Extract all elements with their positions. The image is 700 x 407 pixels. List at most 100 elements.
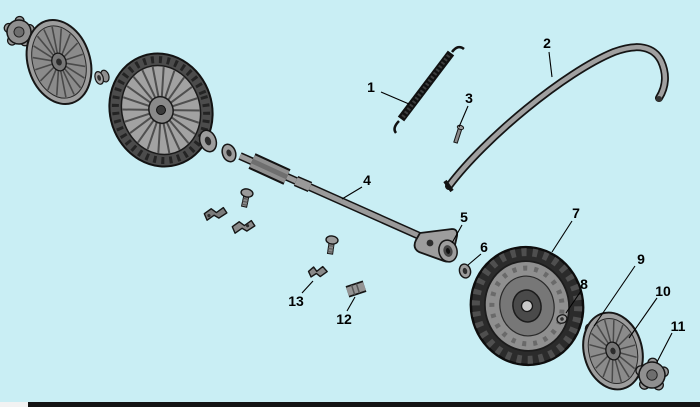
spoke-line — [595, 353, 611, 369]
spoke-line — [165, 76, 185, 104]
spoke-line — [163, 70, 176, 102]
part-label-13: 13 — [288, 293, 304, 309]
spoke-line — [602, 355, 612, 378]
part-label-4: 4 — [363, 172, 371, 188]
leader-line-9 — [593, 265, 636, 327]
part-label-3: 3 — [465, 90, 473, 106]
spoke-line — [151, 66, 161, 101]
spoke-line — [617, 351, 637, 359]
spoke-line — [126, 85, 155, 106]
leader-line-13 — [301, 280, 314, 294]
spoke-line — [615, 355, 630, 378]
spoke-line — [32, 56, 54, 62]
part-label-6: 6 — [480, 239, 488, 255]
spoke-line — [63, 64, 85, 79]
spoke-line — [39, 65, 56, 82]
spoke-line — [589, 343, 609, 351]
leader-line-11 — [656, 332, 673, 363]
part-label-10: 10 — [655, 283, 671, 299]
spoke-line — [614, 324, 624, 347]
spoke-line — [615, 333, 631, 349]
spoke-line — [160, 67, 165, 101]
leader-lines — [301, 51, 673, 363]
spoke-line — [43, 29, 57, 56]
part-label-9: 9 — [637, 251, 645, 267]
leader-line-4 — [341, 186, 363, 200]
bottom-edge-dark — [28, 402, 700, 407]
spoke-line — [596, 324, 611, 347]
spoke-line — [167, 86, 193, 106]
leader-line-6 — [467, 253, 482, 266]
spring-part-1 — [393, 45, 465, 134]
rear-wheel-part-7 — [469, 245, 585, 367]
part-label-1: 1 — [367, 79, 375, 95]
front-wheel — [108, 52, 214, 168]
spoke-line — [617, 344, 636, 351]
bracket-a — [203, 206, 228, 221]
spoke-line — [36, 35, 56, 58]
spoke-line — [33, 45, 55, 60]
spoke-line — [613, 356, 623, 383]
spoke-line — [51, 26, 59, 56]
spoke-line — [157, 119, 162, 153]
spoke-line — [167, 114, 196, 135]
spoke-line — [590, 332, 610, 349]
nut-part-8 — [556, 314, 568, 324]
spoke-line — [34, 62, 55, 71]
spoke-line — [137, 116, 157, 144]
leader-line-2 — [548, 51, 553, 78]
spoke-line — [63, 53, 84, 62]
bushing — [94, 69, 110, 85]
spoke-line — [61, 68, 75, 95]
spoke-line — [146, 118, 159, 150]
leader-line-5 — [451, 224, 463, 244]
hubcap-part-11 — [635, 357, 670, 391]
spoke-line — [62, 42, 79, 59]
axle-assembly-part-4 — [238, 152, 459, 263]
front-wheel-spokes — [122, 66, 200, 154]
spoke-line — [168, 111, 200, 124]
leader-line-7 — [551, 220, 573, 253]
bolt-a — [240, 188, 254, 208]
bolt-b — [325, 235, 339, 255]
spoke-line — [62, 66, 82, 89]
part-label-2: 2 — [543, 35, 551, 51]
bottom-edge-white — [0, 402, 30, 407]
wheel-disc-left-spokes — [32, 26, 86, 98]
part-label-5: 5 — [460, 209, 468, 225]
leader-line-1 — [380, 91, 410, 105]
spoke-line — [612, 320, 615, 345]
leader-line-8 — [565, 290, 582, 314]
leader-line-12 — [346, 296, 356, 312]
spacer-part-12 — [345, 280, 367, 298]
spoke-line — [611, 357, 614, 382]
part-label-7: 7 — [572, 205, 580, 221]
washer-part-5 — [438, 239, 458, 263]
bracket-b — [231, 219, 256, 234]
axle-washer-a — [198, 129, 218, 153]
spoke-line — [55, 68, 60, 96]
spoke-line — [166, 116, 190, 144]
part-label-11: 11 — [671, 318, 686, 334]
ring-part-6 — [458, 263, 472, 279]
part-label-8: 8 — [580, 276, 588, 292]
part-labels: 1 2 3 4 5 6 7 8 9 10 11 12 13 — [288, 35, 685, 334]
spoke-line — [141, 69, 158, 102]
spoke-line — [129, 114, 155, 134]
spoke-line — [47, 67, 58, 91]
spoke-line — [124, 111, 154, 123]
spoke-line — [164, 118, 181, 151]
leader-line-3 — [458, 105, 469, 128]
spoke-line — [616, 353, 636, 370]
spoke-line — [603, 319, 613, 346]
spoke-line — [169, 109, 200, 112]
spoke-line — [58, 28, 63, 56]
clip-part-13 — [307, 265, 328, 278]
wheel-disc-10-spokes — [589, 319, 637, 383]
spoke-line — [122, 108, 153, 111]
leader-line-10 — [628, 297, 658, 339]
spoke-line — [64, 62, 86, 68]
part-label-12: 12 — [336, 311, 352, 327]
spoke-line — [59, 68, 67, 98]
